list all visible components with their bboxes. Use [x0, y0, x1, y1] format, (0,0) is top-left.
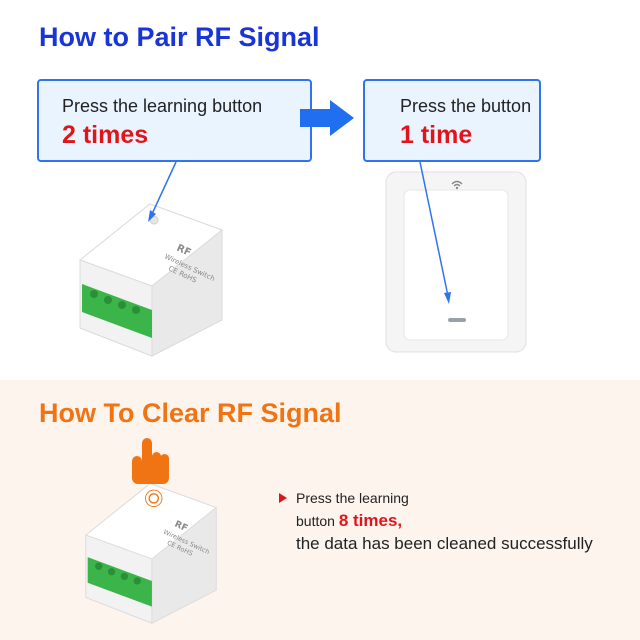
- clear-title: How To Clear RF Signal: [39, 398, 342, 428]
- pointing-hand-icon: [132, 438, 169, 484]
- instruction-line-2: button 8 times,: [296, 511, 402, 531]
- callout-instruction: Press the button: [400, 96, 532, 116]
- instruction-line-1: Press the learning: [296, 490, 409, 506]
- callout-count: 1 time: [400, 121, 473, 149]
- instruction-count: 8 times,: [338, 511, 403, 530]
- instruction-prefix: button: [296, 513, 339, 529]
- rf-remote-button: [385, 171, 527, 353]
- callout-count: 2 times: [62, 121, 149, 149]
- red-triangle-bullet-icon: [279, 493, 287, 503]
- rf-switch-module: RF Wireless Switch CE RoHS: [84, 483, 218, 624]
- learning-button-callout: Press the learning button 2 times: [37, 79, 312, 162]
- rf-switch-module: RF Wireless Switch CE RoHS: [78, 203, 224, 357]
- instruction-line-3: the data has been cleaned successfully: [296, 534, 593, 553]
- svg-text:RF: RF: [173, 519, 190, 535]
- pair-title: How to Pair RF Signal: [39, 22, 320, 52]
- remote-button-callout: Press the button 1 time: [363, 79, 541, 162]
- callout-instruction: Press the learning button: [62, 96, 263, 116]
- right-arrow-icon: [300, 100, 354, 136]
- wifi-signal-icon: [451, 180, 463, 187]
